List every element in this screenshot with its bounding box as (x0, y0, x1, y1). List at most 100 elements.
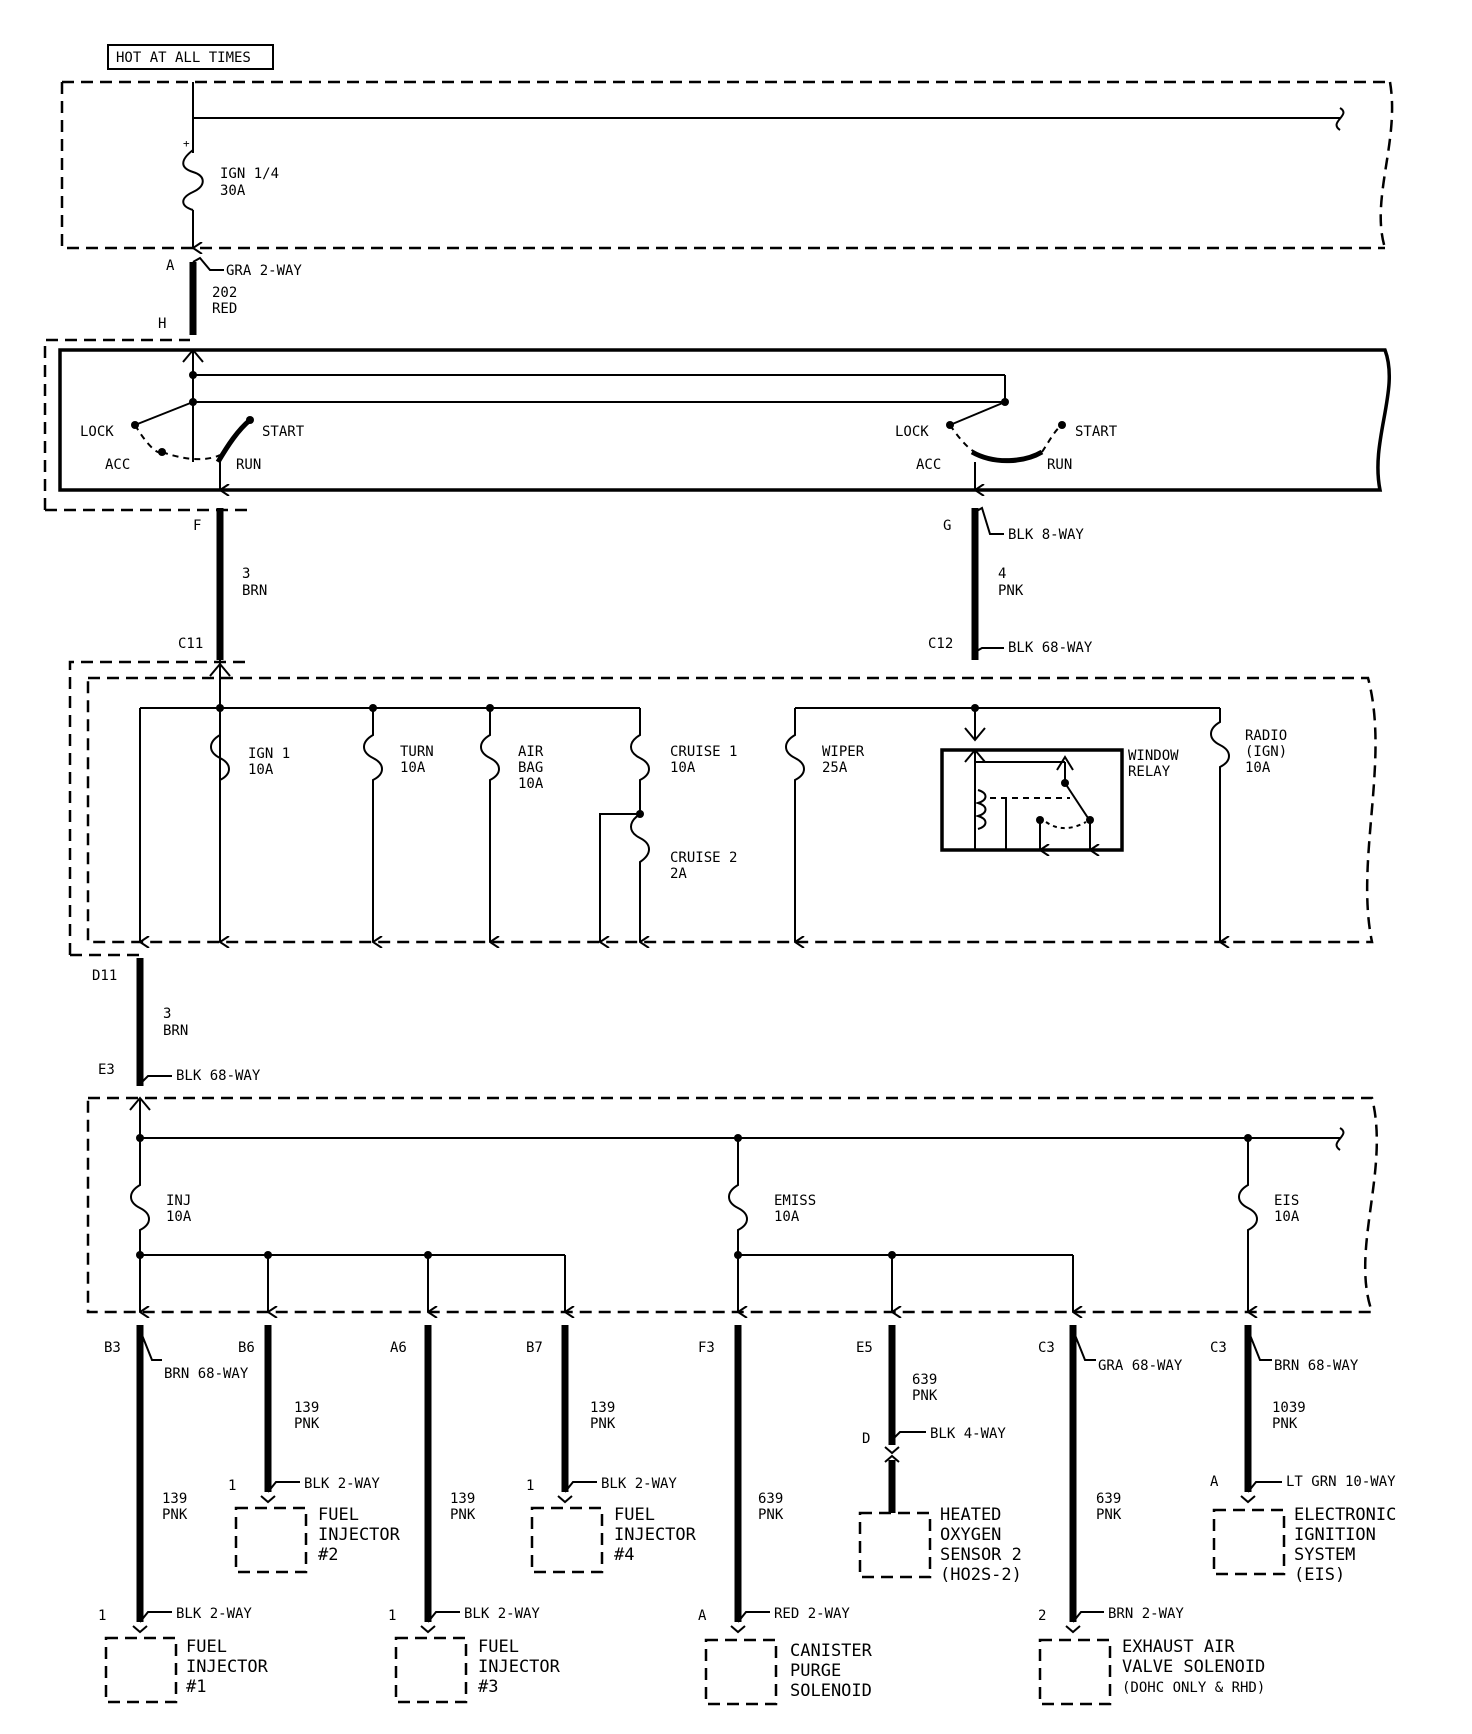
exhaust-air-l3: (DOHC ONLY & RHD) (1122, 1680, 1265, 1696)
c3b-color-label: PNK (1272, 1416, 1298, 1432)
fuse-ign1-rating: 10A (248, 762, 274, 778)
svg-text:+: + (183, 137, 190, 150)
window-relay: WINDOW RELAY (940, 708, 1179, 850)
color-brn-lower-label: BRN (163, 1023, 188, 1039)
ign-1-4-fuse-symbol: + (182, 137, 204, 211)
pin-f-label: F (193, 518, 201, 534)
exhaust-air-l1: EXHAUST AIR (1122, 1637, 1235, 1657)
fuel-injector-3-l3: #3 (478, 1677, 498, 1697)
ignition-switch: LOCK START ACC RUN LOCK START ACC RUN (43, 338, 1391, 512)
fuse-radio-name: RADIO (1245, 728, 1287, 744)
c3b-end-conn: LT GRN 10-WAY (1286, 1474, 1396, 1490)
b6-circuit-label: 139 (294, 1400, 319, 1416)
fuel-injector-1-l1: FUEL (186, 1637, 227, 1657)
fuse-wiper-rating: 25A (822, 760, 848, 776)
b6-end-conn: BLK 2-WAY (304, 1476, 380, 1492)
f3-color-label: PNK (758, 1507, 784, 1523)
e5-color-label: PNK (912, 1388, 938, 1404)
instrument-panel-fuse-block: IGN 1 10A TURN 10A AIR BAG 10A CRUISE 1 … (68, 660, 1377, 957)
engine-fuse-block: INJ 10A EMISS 10A EIS 10A (86, 1096, 1379, 1312)
c3a-end-pin: 2 (1038, 1608, 1046, 1624)
window-relay-name: WINDOW (1128, 748, 1179, 764)
e5-circuit-label: 639 (912, 1372, 937, 1388)
canister-purge-l1: CANISTER (790, 1641, 873, 1661)
f3-end-pin: A (698, 1608, 707, 1624)
c3b-end-pin: A (1210, 1474, 1219, 1490)
fuse-cruise1-name: CRUISE 1 (670, 744, 737, 760)
fuel-injector-1-l2: INJECTOR (186, 1657, 269, 1677)
fuel-injector-2-l3: #2 (318, 1545, 338, 1565)
b7-circuit-label: 139 (590, 1400, 615, 1416)
ign-1-4-fuse-name: IGN 1/4 (220, 166, 279, 182)
a6-circuit-label: 139 (450, 1491, 475, 1507)
pin-b6-label: B6 (238, 1340, 255, 1356)
pin-f3-label: F3 (698, 1340, 715, 1356)
load-fuel-injector-2: B6 139 PNK 1 BLK 2-WAY FUEL INJECTOR #2 (228, 1325, 401, 1574)
pin-e3-label: E3 (98, 1062, 115, 1078)
right-lock-label: LOCK (895, 424, 929, 440)
blk-68-way-lower-label: BLK 68-WAY (176, 1068, 261, 1084)
fuse-wiper-name: WIPER (822, 744, 865, 760)
a6-end-conn: BLK 2-WAY (464, 1606, 540, 1622)
left-lock-label: LOCK (80, 424, 114, 440)
load-heated-oxygen-sensor-2: E5 639 PNK D BLK 4-WAY HEATED OXYGEN SEN… (856, 1325, 1022, 1585)
fuel-injector-3-l1: FUEL (478, 1637, 519, 1657)
heated-oxygen-l2: OXYGEN (940, 1525, 1001, 1545)
heated-oxygen-l3: SENSOR 2 (940, 1545, 1022, 1565)
b7-color-label: PNK (590, 1416, 616, 1432)
gra-68-way-label: GRA 68-WAY (1098, 1358, 1183, 1374)
ign-1-4-fuse-rating: 30A (220, 183, 246, 199)
blk-8-way-label: BLK 8-WAY (1008, 527, 1084, 543)
heated-oxygen-l4: (HO2S-2) (940, 1565, 1022, 1585)
wire-202-red: A H GRA 2-WAY 202 RED (158, 256, 302, 335)
pin-c12-label: C12 (928, 636, 953, 652)
circuit-3-lower-label: 3 (163, 1006, 171, 1022)
window-relay-name2: RELAY (1128, 764, 1171, 780)
fuse-ign1-name: IGN 1 (248, 746, 290, 762)
eis-l3: SYSTEM (1294, 1545, 1355, 1565)
pin-g-label: G (943, 518, 951, 534)
pin-h-label: H (158, 316, 166, 332)
a6-end-pin: 1 (388, 1608, 396, 1624)
exhaust-air-l2: VALVE SOLENOID (1122, 1657, 1265, 1677)
fuel-injector-4-l1: FUEL (614, 1505, 655, 1525)
c3b-circuit-label: 1039 (1272, 1400, 1306, 1416)
b6-color-label: PNK (294, 1416, 320, 1432)
pin-c3b-label: C3 (1210, 1340, 1227, 1356)
pin-d11-label: D11 (92, 968, 117, 984)
b3-end-conn: BLK 2-WAY (176, 1606, 252, 1622)
color-red-label: RED (212, 301, 237, 317)
fuse-cruise2-rating: 2A (670, 866, 687, 882)
b6-end-pin: 1 (228, 1478, 236, 1494)
b3-end-pin: 1 (98, 1608, 106, 1624)
circuit-3-label: 3 (242, 566, 250, 582)
b3-color-label: PNK (162, 1507, 188, 1523)
fuel-injector-4-l2: INJECTOR (614, 1525, 697, 1545)
pin-a6-label: A6 (390, 1340, 407, 1356)
wire-3-brn-upper: F 3 BRN C11 (178, 508, 267, 660)
right-acc-label: ACC (916, 457, 941, 473)
pin-c11-label: C11 (178, 636, 203, 652)
canister-purge-l3: SOLENOID (790, 1681, 872, 1701)
fuel-injector-2-l2: INJECTOR (318, 1525, 401, 1545)
f3-end-conn: RED 2-WAY (774, 1606, 850, 1622)
brn-68-way-label: BRN 68-WAY (164, 1366, 249, 1382)
blk-68-way-label: BLK 68-WAY (1008, 640, 1093, 656)
fuse-emiss-rating: 10A (774, 1209, 800, 1225)
eis-l1: ELECTRONIC (1294, 1505, 1396, 1525)
fuse-eis-rating: 10A (1274, 1209, 1300, 1225)
load-fuel-injector-3: A6 139 PNK 1 BLK 2-WAY FUEL INJECTOR #3 (388, 1325, 561, 1704)
fuse-airbag-rating: 10A (518, 776, 544, 792)
pin-b3-label: B3 (104, 1340, 121, 1356)
b3-circuit-label: 139 (162, 1491, 187, 1507)
color-brn-label: BRN (242, 583, 267, 599)
left-acc-label: ACC (105, 457, 130, 473)
hot-label-text: HOT AT ALL TIMES (116, 50, 251, 66)
b7-end-pin: 1 (526, 1478, 534, 1494)
fuse-eis-name: EIS (1274, 1193, 1299, 1209)
fuse-radio-name2: (IGN) (1245, 744, 1287, 760)
fuse-cruise1-rating: 10A (670, 760, 696, 776)
fuel-injector-2-l1: FUEL (318, 1505, 359, 1525)
c3a-circuit-label: 639 (1096, 1491, 1121, 1507)
